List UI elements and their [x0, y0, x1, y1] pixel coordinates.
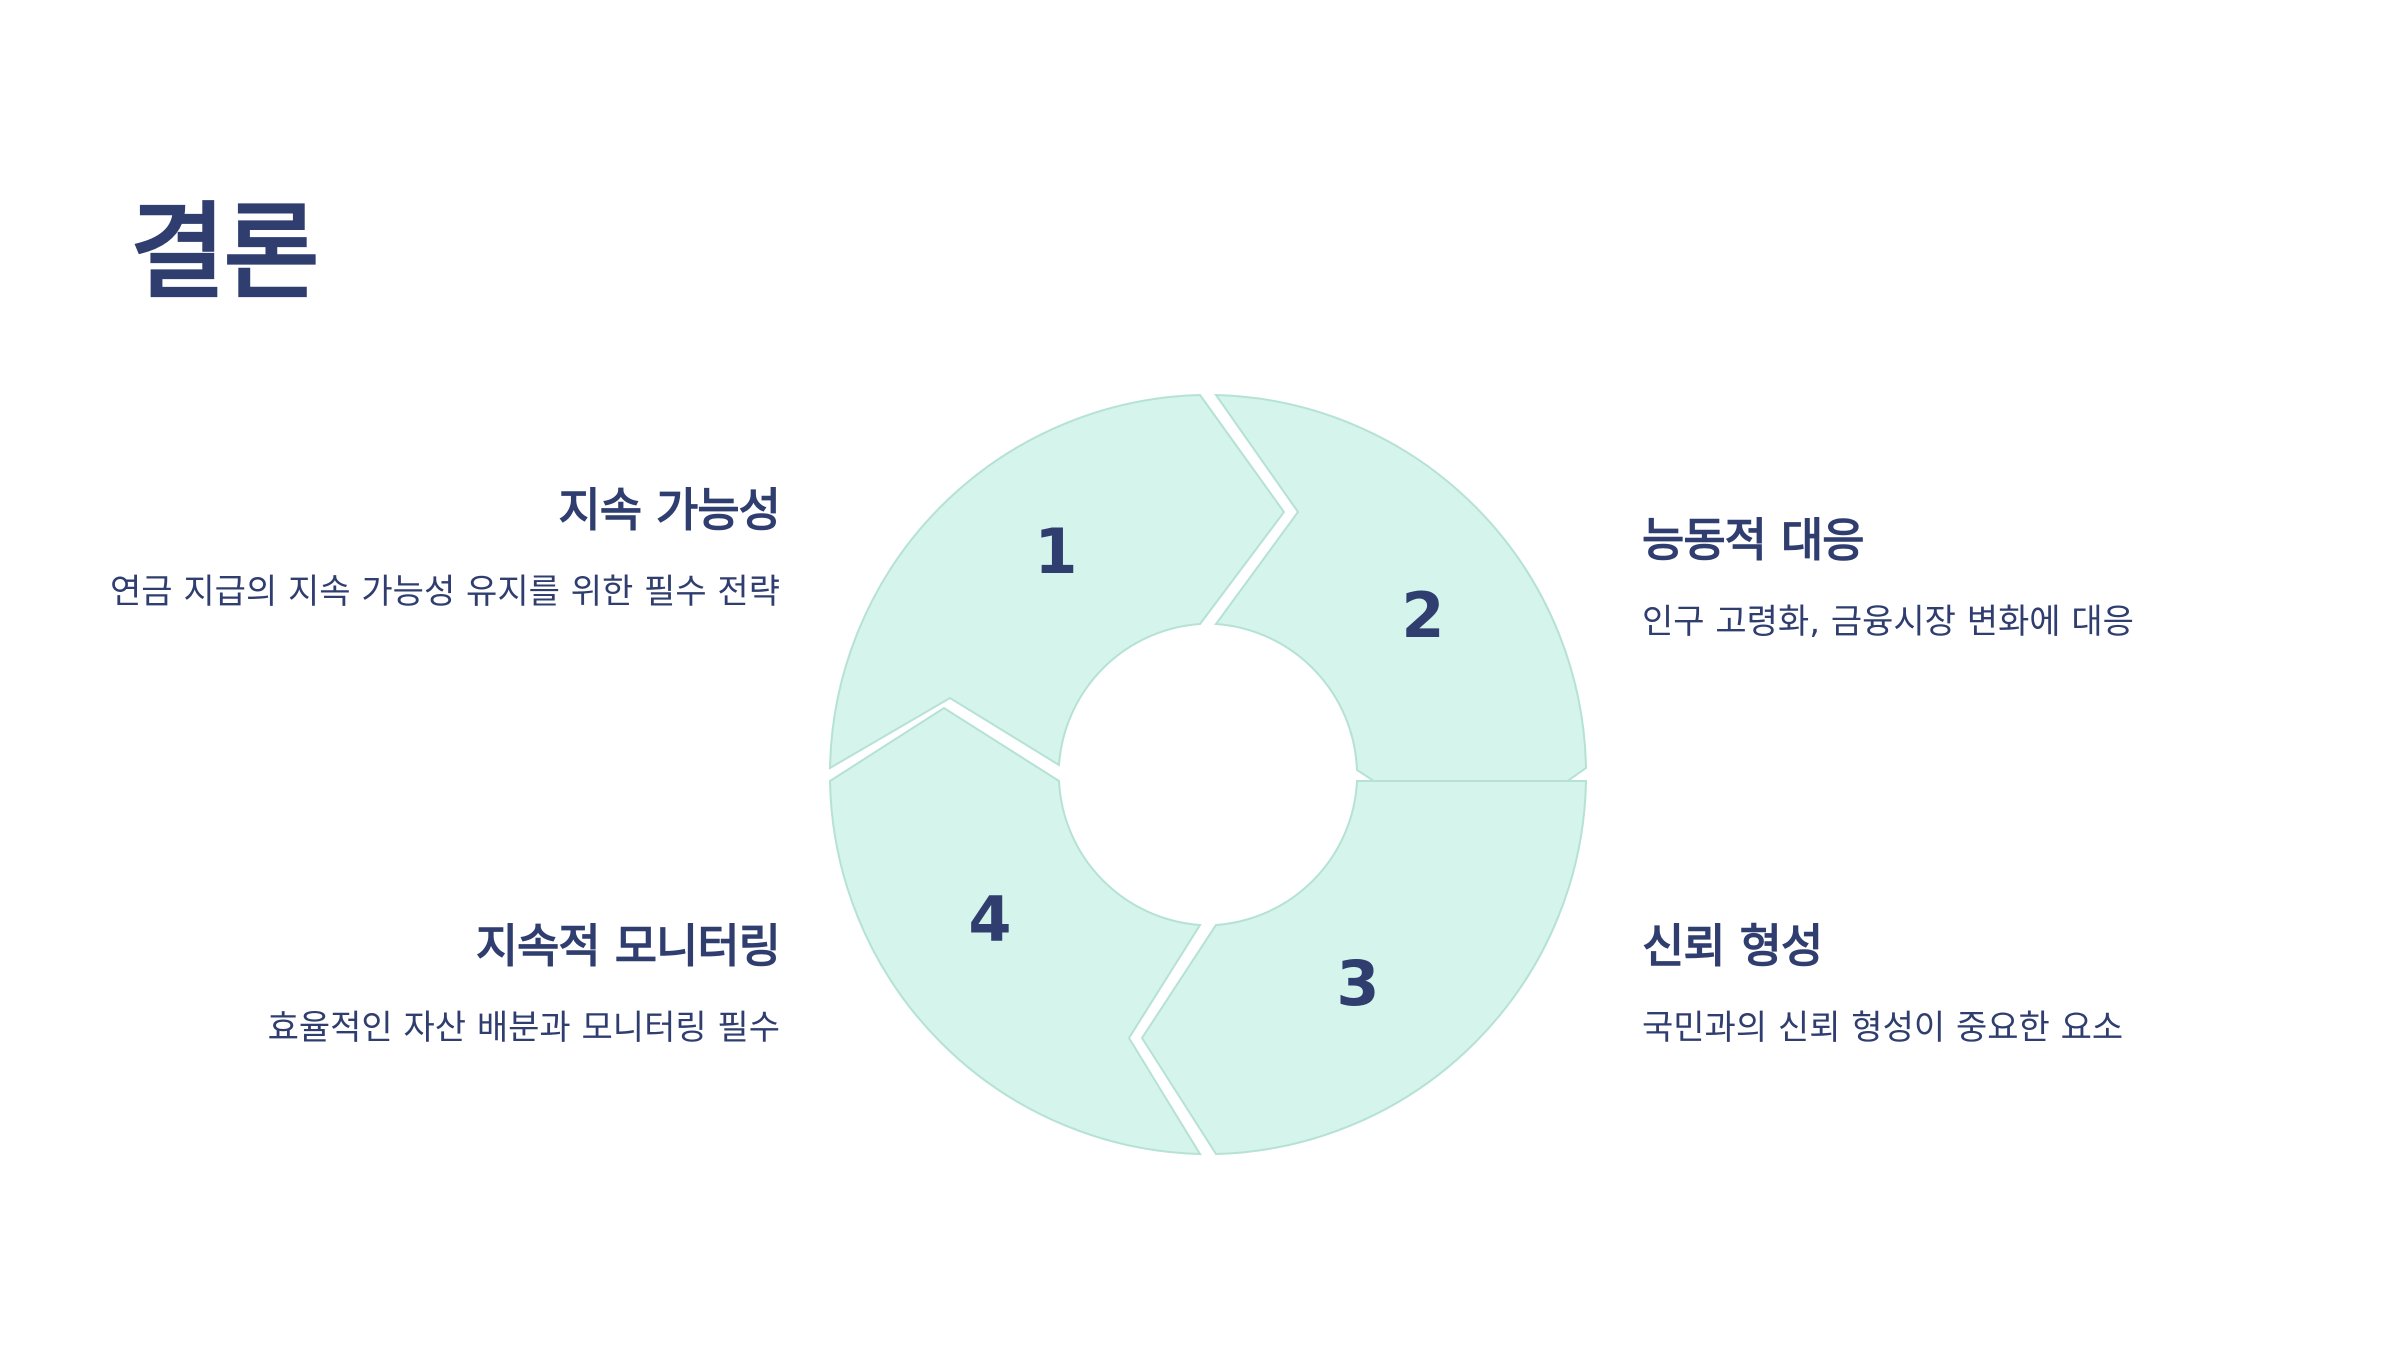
- step-heading-4: 지속적 모니터링: [475, 919, 781, 973]
- step-heading-1: 지속 가능성: [558, 483, 781, 537]
- step-number-4: 4: [968, 883, 1011, 956]
- step-block-1: 지속 가능성 연금 지급의 지속 가능성 유지를 위한 필수 전략: [60, 482, 781, 621]
- step-block-4: 지속적 모니터링 효율적인 자산 배분과 모니터링 필수: [60, 918, 781, 1057]
- step-number-1: 1: [1034, 515, 1077, 588]
- step-block-3: 신뢰 형성 국민과의 신뢰 형성이 중요한 요소: [1642, 918, 2362, 1057]
- step-description-1: 연금 지급의 지속 가능성 유지를 위한 필수 전략: [110, 571, 780, 612]
- step-number-3: 3: [1336, 947, 1379, 1020]
- step-heading-2: 능동적 대응: [1642, 513, 1865, 567]
- step-description-3: 국민과의 신뢰 형성이 중요한 요소: [1642, 1007, 2124, 1048]
- cycle-segment-4: [828, 706, 1202, 1156]
- step-heading-3: 신뢰 형성: [1642, 919, 1823, 973]
- page-title: 결론: [130, 191, 319, 313]
- step-description-2: 인구 고령화, 금융시장 변화에 대응: [1642, 601, 2134, 642]
- cycle-segment-3: [1140, 780, 1588, 1156]
- step-description-4: 효율적인 자산 배분과 모니터링 필수: [267, 1007, 780, 1048]
- step-block-2: 능동적 대응 인구 고령화, 금융시장 변화에 대응: [1642, 512, 2362, 651]
- cycle-segment-2: [1214, 393, 1588, 849]
- cycle-segment-1: [828, 393, 1286, 770]
- step-number-2: 2: [1401, 579, 1444, 652]
